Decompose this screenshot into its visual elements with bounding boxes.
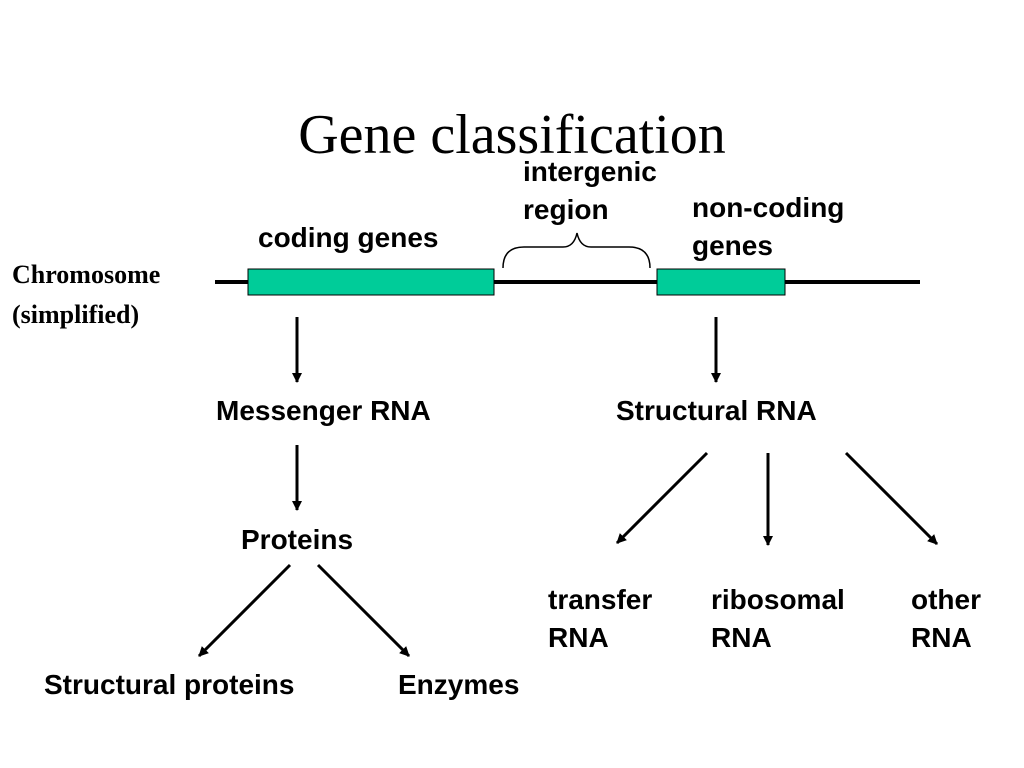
chromosome-label-line2: (simplified) [12,300,140,329]
proteins-label: Proteins [241,524,354,555]
ribosomal-label-line1: ribosomal [711,584,845,615]
other-label-line2: RNA [911,622,972,653]
other-label-line1: other [911,584,981,615]
messenger-rna-label: Messenger RNA [216,395,431,426]
chromosome-label: Chromosome (simplified) [12,255,160,335]
enzymes-label: Enzymes [398,669,520,700]
transfer-label-line2: RNA [548,622,609,653]
intergenic-brace [502,232,651,269]
structural-proteins-label: Structural proteins [44,669,295,700]
coding-gene-box [247,268,495,296]
other-rna-label: other RNA [911,581,981,657]
arrow-proteins-to-structural [197,563,292,658]
arrow-proteins-to-enzymes [316,563,411,658]
noncoding-gene-box [656,268,786,296]
arrow-srna-to-transfer [615,451,709,545]
page-title: Gene classification [298,104,726,166]
arrow-srna-to-other [844,451,939,546]
ribosomal-label-line2: RNA [711,622,772,653]
intergenic-label-line1: intergenic [523,156,657,187]
noncoding-label-line2: genes [692,230,773,261]
ribosomal-rna-label: ribosomal RNA [711,581,845,657]
chromosome-label-line1: Chromosome [12,260,161,289]
transfer-rna-label: transfer RNA [548,581,652,657]
noncoding-genes-label: non-coding genes [692,189,844,265]
intergenic-label-line2: region [523,194,609,225]
intergenic-region-label: intergenic region [523,153,657,229]
transfer-label-line1: transfer [548,584,653,615]
noncoding-label-line1: non-coding [692,192,845,223]
coding-genes-label: coding genes [258,222,439,253]
structural-rna-label: Structural RNA [616,395,817,426]
